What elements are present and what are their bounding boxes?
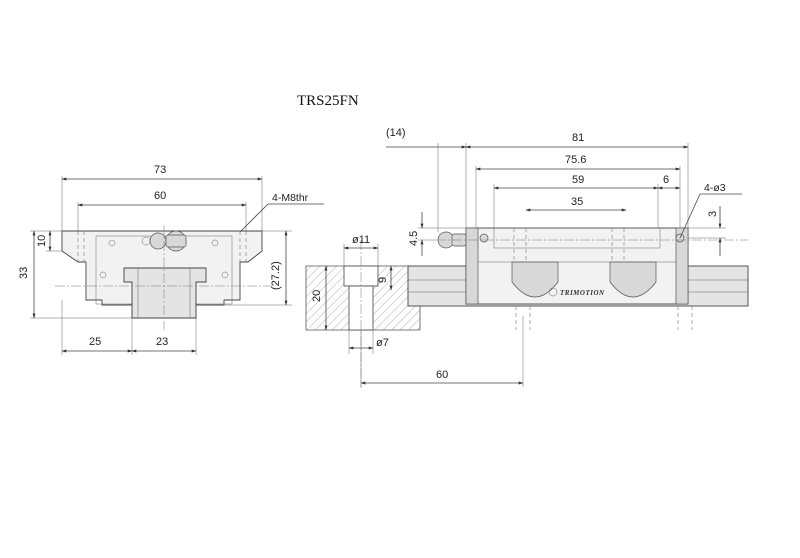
dim-rail-width: 23 <box>156 336 168 348</box>
seal-screw-left-icon <box>479 233 489 243</box>
dim-side-offset: 25 <box>89 336 101 348</box>
dim-end: 6 <box>663 174 669 186</box>
dim-counterbore-depth: 9 <box>377 277 389 283</box>
end-seal-left <box>465 227 479 305</box>
dim-seal-offset: 3 <box>707 211 719 217</box>
nipple-thread-icon <box>141 236 151 246</box>
dim-grease-nipple: (14) <box>386 127 406 139</box>
dim-ref-height: (27.2) <box>270 261 282 290</box>
rail-section: ø11 ø7 20 9 60 <box>305 234 524 388</box>
dim-flange-thickness: 10 <box>36 235 48 247</box>
dim-body-length: 75.6 <box>565 154 586 166</box>
dim-overall-length: 81 <box>572 132 584 144</box>
dim-counterbore-dia: ø11 <box>352 234 370 246</box>
side-view: TRIMOTION (14) 81 75.6 59 6 35 4.5 <box>386 127 749 330</box>
hole-note: 4-ø3 <box>704 182 726 194</box>
front-view: 73 60 4-M8thr 33 10 (27.2) 25 23 <box>18 164 324 355</box>
dim-through-dia: ø7 <box>376 337 389 349</box>
dim-height-total: 33 <box>18 267 30 279</box>
dim-rail-height: 20 <box>311 290 323 302</box>
ball-pocket-right <box>609 261 657 298</box>
drawing-title: TRS25FN <box>297 93 359 109</box>
grease-nipple <box>149 232 167 250</box>
dim-rail-hole-pitch: 60 <box>436 369 448 381</box>
dim-mid: 35 <box>571 196 583 208</box>
dim-hole-pitch-side: 59 <box>572 174 584 186</box>
thread-note: 4-M8thr <box>272 192 309 204</box>
ball-pocket-left <box>511 261 559 298</box>
dim-hole-pitch: 60 <box>154 190 166 202</box>
brand-logo-icon <box>548 287 558 297</box>
brand-label: TRIMOTION <box>560 289 605 297</box>
dim-nipple-height: 4.5 <box>408 231 420 246</box>
dim-width-total: 73 <box>154 164 166 176</box>
end-seal-right <box>675 227 689 305</box>
rail-profile <box>123 267 207 319</box>
